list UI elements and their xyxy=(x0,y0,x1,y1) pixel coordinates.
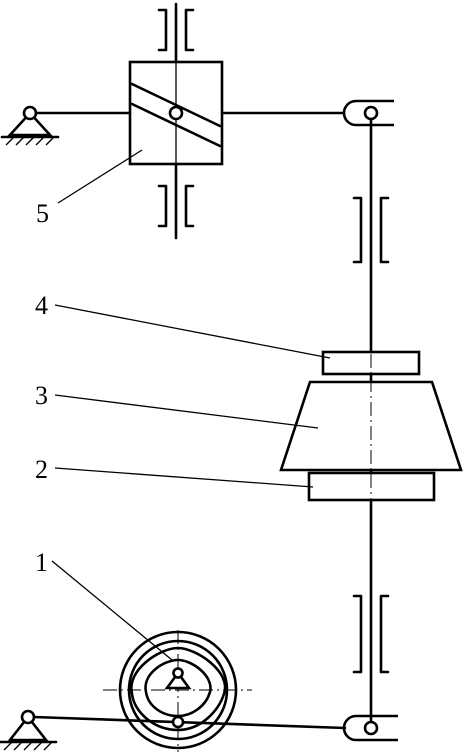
shaft-upper-bearing xyxy=(352,196,390,264)
leader-lines xyxy=(51,149,331,661)
top-upper-bearing xyxy=(157,8,195,52)
label-5: 5 xyxy=(36,199,49,228)
label-3: 3 xyxy=(35,381,48,410)
top-right-joint xyxy=(342,99,394,127)
top-lower-bearing xyxy=(157,184,195,228)
label-4: 4 xyxy=(35,291,48,320)
part-1-cam xyxy=(103,630,252,752)
shaft-lower-bearing xyxy=(352,594,390,674)
bottom-arm xyxy=(32,715,347,730)
top-fixed-pivot xyxy=(0,105,60,146)
label-2: 2 xyxy=(35,455,48,484)
label-1: 1 xyxy=(35,548,48,577)
slotted-block-5 xyxy=(128,60,224,166)
cam-follower-roller xyxy=(171,715,185,729)
